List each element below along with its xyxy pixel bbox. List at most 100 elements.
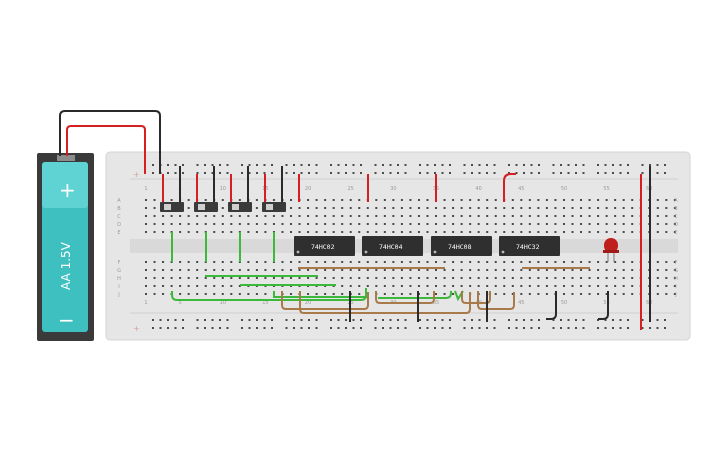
breadboard-hole (426, 327, 429, 329)
ic-74hc02[interactable]: 74HC02 (294, 236, 355, 256)
breadboard-hole (256, 319, 258, 321)
breadboard-hole (494, 215, 497, 217)
breadboard-hole (247, 269, 250, 271)
breadboard-hole (307, 231, 310, 233)
breadboard-hole (255, 199, 258, 201)
breadboard-hole (366, 223, 369, 225)
breadboard-hole (337, 327, 340, 329)
breadboard-hole (417, 261, 420, 263)
breadboard-hole (588, 293, 591, 295)
battery-plus-symbol: + (59, 178, 76, 202)
breadboard-hole (293, 164, 295, 166)
column-label: 15 (262, 300, 268, 306)
breadboard-hole (673, 269, 676, 271)
breadboard-hole (665, 261, 668, 263)
breadboard-hole (511, 261, 514, 263)
breadboard-hole (308, 164, 310, 166)
breadboard-hole (545, 269, 548, 271)
breadboard-hole (528, 223, 531, 225)
breadboard-hole (434, 327, 436, 329)
column-label: 55 (603, 300, 609, 306)
breadboard-hole (392, 269, 395, 271)
battery[interactable]: + − AA 1.5V (37, 153, 94, 341)
slide-switch-1[interactable] (160, 202, 184, 212)
green-wires[interactable] (171, 232, 464, 302)
breadboard-hole (360, 172, 362, 174)
breadboard-hole (552, 164, 555, 166)
breadboard-hole (337, 164, 340, 166)
breadboard-hole (315, 277, 318, 279)
breadboard-hole (400, 231, 403, 233)
breadboard-hole (443, 223, 446, 225)
breadboard-hole (324, 231, 327, 233)
breadboard-hole (631, 269, 634, 271)
breadboard-hole (520, 223, 523, 225)
red-wires[interactable] (162, 173, 642, 330)
slide-switch-4[interactable] (262, 202, 286, 212)
breadboard-hole (170, 285, 173, 287)
breadboard-hole (460, 215, 463, 217)
breadboard-hole (324, 293, 327, 295)
breadboard-hole (597, 293, 600, 295)
breadboard-hole (145, 231, 147, 233)
black-wires[interactable] (179, 166, 651, 322)
breadboard-hole (417, 215, 420, 217)
breadboard-hole (605, 261, 608, 263)
column-label: 50 (561, 186, 567, 192)
breadboard-hole (400, 277, 403, 279)
breadboard-hole (256, 172, 258, 174)
breadboard-hole (435, 293, 438, 295)
column-label: 10 (220, 300, 226, 306)
breadboard-hole (392, 277, 395, 279)
breadboard-hole (665, 293, 668, 295)
breadboard-hole (580, 215, 583, 217)
breadboard-hole (567, 327, 570, 329)
ic-74hc08[interactable]: 74HC08 (431, 236, 492, 256)
breadboard-hole (285, 319, 288, 321)
battery-wire-red[interactable] (66, 125, 146, 174)
led-red[interactable] (603, 238, 619, 262)
battery-wire-black[interactable] (59, 110, 161, 174)
slide-switch-3[interactable] (228, 202, 252, 212)
breadboard-hole (528, 215, 531, 217)
breadboard-hole (520, 285, 523, 287)
breadboard-hole (511, 199, 514, 201)
breadboard-hole (463, 319, 466, 321)
breadboard-hole (673, 215, 676, 217)
breadboard-hole (248, 327, 251, 329)
ic-74hc04[interactable]: 74HC04 (362, 236, 423, 256)
breadboard-hole (392, 285, 395, 287)
breadboard-hole (179, 277, 182, 279)
breadboard-hole (530, 327, 533, 329)
breadboard-hole (554, 223, 557, 225)
breadboard-hole (449, 172, 451, 174)
breadboard-hole (404, 327, 407, 329)
breadboard-hole (530, 319, 533, 321)
breadboard-hole (392, 293, 395, 295)
breadboard-hole (528, 231, 531, 233)
breadboard-hole (622, 277, 625, 279)
breadboard-hole (409, 215, 412, 217)
breadboard-hole (656, 269, 659, 271)
breadboard-hole (469, 261, 472, 263)
breadboard-hole (673, 223, 676, 225)
breadboard-hole (366, 277, 369, 279)
breadboard-hole (374, 319, 377, 321)
breadboard-hole (571, 215, 574, 217)
breadboard-hole (417, 199, 420, 201)
brown-wires[interactable] (281, 267, 590, 314)
column-label: 30 (390, 186, 396, 192)
ic-74hc32[interactable]: 74HC32 (499, 236, 560, 256)
slide-switch-2[interactable] (194, 202, 218, 212)
breadboard-hole (383, 277, 386, 279)
row-label: E (117, 230, 120, 236)
breadboard-hole (281, 261, 284, 263)
breadboard-hole (358, 277, 361, 279)
breadboard-hole (389, 327, 392, 329)
breadboard-hole (477, 231, 480, 233)
breadboard-hole (230, 277, 233, 279)
breadboard-hole (383, 199, 386, 201)
breadboard-hole (187, 199, 190, 201)
breadboard-hole (426, 285, 429, 287)
breadboard-hole (619, 319, 622, 321)
